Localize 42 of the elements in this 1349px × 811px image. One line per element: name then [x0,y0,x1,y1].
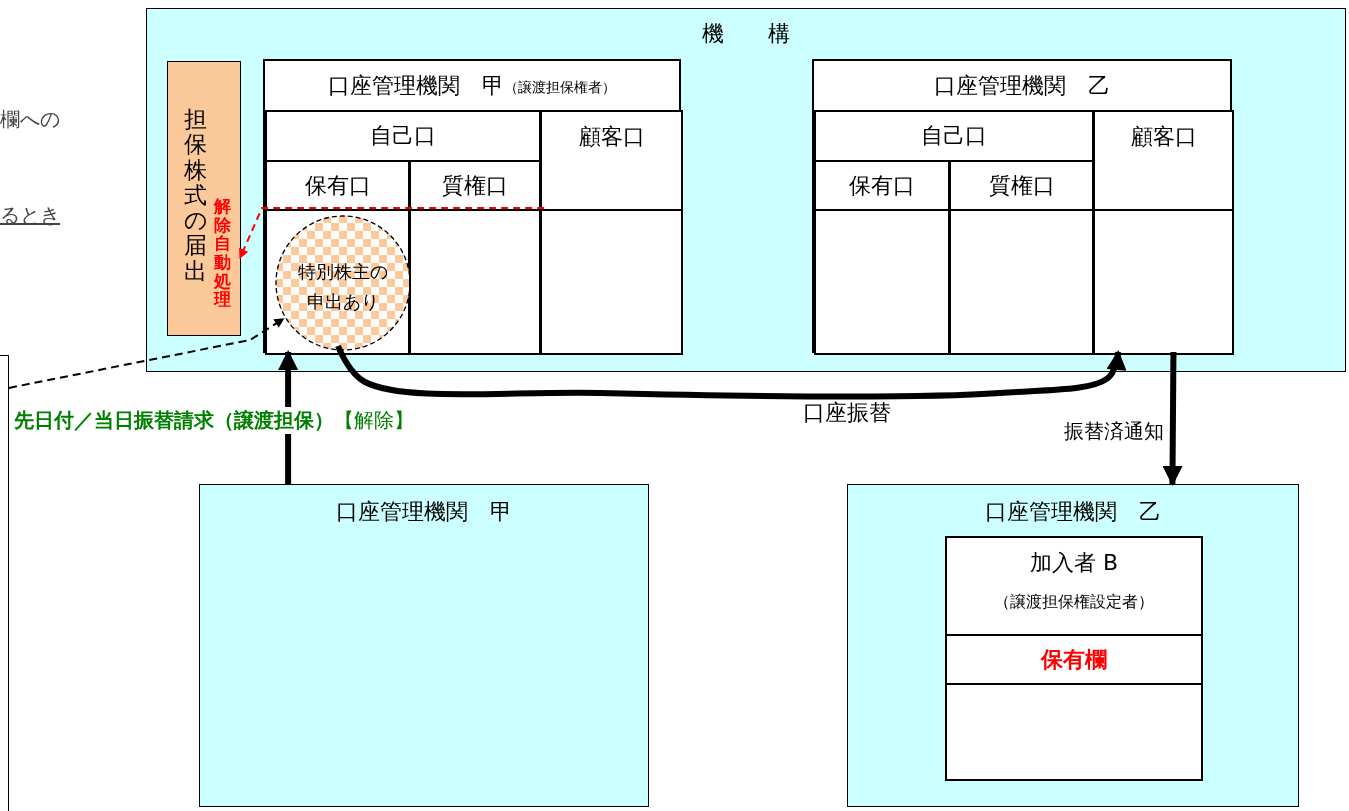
organization-panel [146,8,1346,372]
table-cell [814,110,1094,162]
label-text: 加入者 B [1029,549,1119,577]
label-text: 担保株式の届出 [184,107,207,285]
label-text: 口座管理機関 甲 [328,71,504,100]
institution-panel [199,484,649,807]
label-text: （譲渡担保権設定者） [994,592,1154,613]
label-text: 保有口 [304,171,371,200]
table-cell [265,110,541,162]
table-cell [1093,110,1234,211]
dashed-arrow [8,317,285,389]
label-text: 機 構 [702,20,790,48]
empty-cell [945,683,1203,781]
box [0,355,9,811]
arrow [1162,351,1183,486]
label-text: 自己口 [370,122,436,150]
dashed-arrow [239,207,546,259]
account-table [263,59,681,353]
label-text: 口座管理機関 乙 [934,71,1110,100]
label-text: 保有口 [849,171,915,200]
label-text: 顧客口 [578,123,645,151]
label-text: 質権口 [442,171,508,200]
label-text: 特別株主の申出あり [297,260,389,314]
notice-box [167,61,241,336]
table-cell [945,536,1203,636]
label-text: 保有欄 [1041,645,1107,674]
table-cell [949,160,1094,211]
table-cell [814,160,950,211]
note-text: 欄への [0,106,60,133]
label-text: 質権口 [988,171,1055,200]
table-cell [945,634,1203,685]
account-table [812,59,1232,353]
label-text: 口座管理機関 甲 [336,498,512,526]
label-text: 自己口 [921,122,987,150]
note-text: 口座振替 [803,399,891,427]
label-text: 顧客口 [1130,123,1197,151]
table-cell [540,110,683,211]
label-text: （譲渡担保権者） [504,78,616,97]
note-text: るとき [0,202,60,229]
label-text: 口座管理機関 乙 [985,498,1161,526]
label-text: 解除自動処理 [214,197,231,310]
institution-panel [847,484,1299,807]
